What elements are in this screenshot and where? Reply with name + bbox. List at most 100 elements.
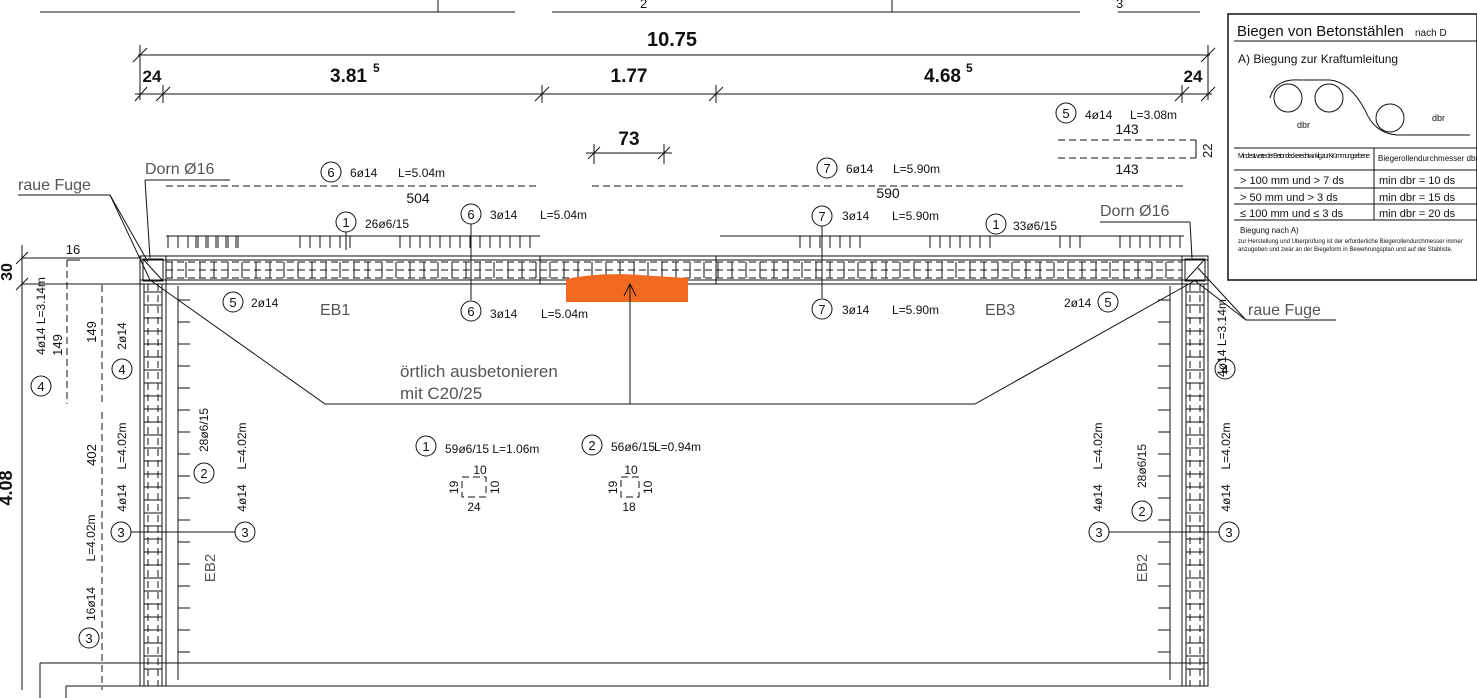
bar-6-mid-len: L=5.04m [540,208,587,222]
stirrup-1-bottom: 24 [467,500,481,514]
stirrup-2-top: 10 [624,463,638,477]
bending-roller-2 [1314,83,1344,113]
stirrup-1-label: 59ø6/15 L=1.06m [445,442,539,456]
marker-4-right: 4 [1221,362,1228,377]
marker-2-right: 2 [1138,504,1145,519]
bent-bar [1269,79,1470,136]
dim-149b: 149 [84,321,99,343]
bar-5-len: L=3.08m [1130,108,1177,122]
dim-149a: 149 [50,334,65,356]
info-subtitle: A) Biegung zur Kraftumleitung [1238,52,1398,66]
note-arrow [623,282,637,297]
bar-7-mid-count: 3ø14 [842,209,870,223]
bar-2-right: 28ø6/15 [1135,444,1149,488]
stirrup-2-label: 56ø6/15 [611,440,655,454]
raue-fuge-left: raue Fuge [18,177,91,194]
bar-6-length: 504 [406,190,430,206]
dim-height: 4.08 [0,470,16,505]
top-label-2: 2 [640,0,647,11]
bar-6-mid-count: 3ø14 [490,208,518,222]
bar-5-length-22: 22 [1200,144,1215,158]
info-box: Biegen von Betonstählen nach D A) Biegun… [1227,13,1477,281]
bar-5-left-count: 2ø14 [251,296,279,310]
note-line-1: örtlich ausbetonieren [400,362,558,381]
column-left [139,255,190,687]
marker-3-left: 3 [117,525,124,540]
bar-7-mid: 7 3ø14 L=5.90m 7 3ø14 L=5.90m [811,205,939,320]
info-row-1-b: min dbr = 10 ds [1379,175,1456,187]
bar-7-mid-len: L=5.90m [892,209,939,223]
beam-top [139,235,1209,285]
marker-1-detail: 1 [422,439,429,454]
dim-seg-1: 3.81 [330,66,367,87]
info-row-3-b: min dbr = 20 ds [1379,208,1456,220]
raue-fuge-right: raue Fuge [1248,302,1321,319]
info-table-h1: Mindestwerte der Betondecke rechtwinklig… [1238,153,1370,160]
info-row-3-a: ≤ 100 mm und ≤ 3 ds [1240,208,1344,220]
marker-1: 1 [342,215,349,230]
bar-5-right-count: 2ø14 [1064,296,1092,310]
info-footer-1: Biegung nach A) [1240,226,1299,235]
bar-1-right: 1 33ø6/15 [985,213,1057,235]
highlight-patch [566,274,688,302]
marker-3-right: 3 [1095,525,1102,540]
column-ticks-left [144,291,190,670]
bar-3-left-len-b: L=4.02m [235,422,249,469]
bar-7-bot-count: 3ø14 [842,303,870,317]
marker-4-left: 4 [37,379,44,394]
bar-3-len-left: L=4.02m [84,514,98,561]
label-eb2-right: EB2 [1134,554,1151,582]
right-annotations: 4 4ø14 L=3.14m 3 3 4ø14 L=4.02m 4ø14 L=4… [1088,299,1240,582]
dim-seg-left: 24 [143,67,162,86]
marker-7-bot: 7 [818,302,825,317]
dim-seg-3: 4.68 [924,66,961,87]
bar-3-right-count: 4ø14 [1091,484,1105,512]
dimension-total: 10.75 [132,29,1216,100]
bar-6-mid: 6 3ø14 L=5.04m 6 3ø14 L=5.04m [460,203,588,322]
dimension-total-label: 10.75 [647,29,697,51]
bar-2-left: 28ø6/15 [197,408,211,452]
stirrup-1-top: 10 [473,463,487,477]
callout-right: Dorn Ø16 raue Fuge [1100,203,1336,321]
bar-6-top-len: L=5.04m [398,166,445,180]
dorn-right: Dorn Ø16 [1100,203,1169,220]
marker-6-bot: 6 [467,304,474,319]
marker-5: 5 [1062,106,1069,121]
top-frame: 2 3 [40,0,1200,13]
bar-5-right: 5 2ø14 [1064,291,1119,313]
info-row-2-a: > 50 mm und > 3 ds [1240,192,1338,204]
dorn-left: Dorn Ø16 [145,161,214,178]
bar-4-label: 4ø14 L=3.14m [34,277,48,355]
label-eb3: EB3 [985,302,1015,319]
callout-left: raue Fuge Dorn Ø16 [18,161,230,281]
column-ticks-right [1158,291,1204,670]
bar-3-left-count: 4ø14 [115,484,129,512]
bar-7-bot-len: L=5.90m [892,303,939,317]
dim-16: 16 [66,242,80,257]
bar-1-left-label: 26ø6/15 [365,217,409,231]
haunch-outline [149,279,1197,405]
bar-1-right-label: 33ø6/15 [1013,219,1057,233]
bar-3-right-len: L=4.02m [1091,422,1105,469]
dim-30: 30 [0,263,16,281]
bar-3-bottom: 16ø14 [84,587,98,621]
dim-seg-3-sup: 5 [966,61,973,75]
bending-roller-3 [1375,103,1405,133]
dimension-local: 73 [586,129,780,187]
info-dbr-2: dbr [1432,113,1445,123]
dim-402: 402 [84,444,99,466]
stirrup-2-bottom: 18 [622,500,636,514]
marker-5-left: 5 [229,295,236,310]
label-eb2-left: EB2 [202,554,219,582]
info-title: Biegen von Betonstählen [1237,23,1404,40]
bar-3-left-len: L=4.02m [115,422,129,469]
stirrup-2-len: L=0.94m [654,440,701,454]
bar-5-left: 5 2ø14 [222,291,279,313]
bar-5-length-b: 143 [1115,161,1139,177]
info-footer-2: zur Herstellung und Überprüfung ist der … [1238,239,1463,253]
bar-3-right-len-b: L=4.02m [1219,422,1233,469]
bar-6-top-count: 6ø14 [350,166,378,180]
bar-6-bot-count: 3ø14 [490,307,518,321]
column-right [1158,255,1209,687]
